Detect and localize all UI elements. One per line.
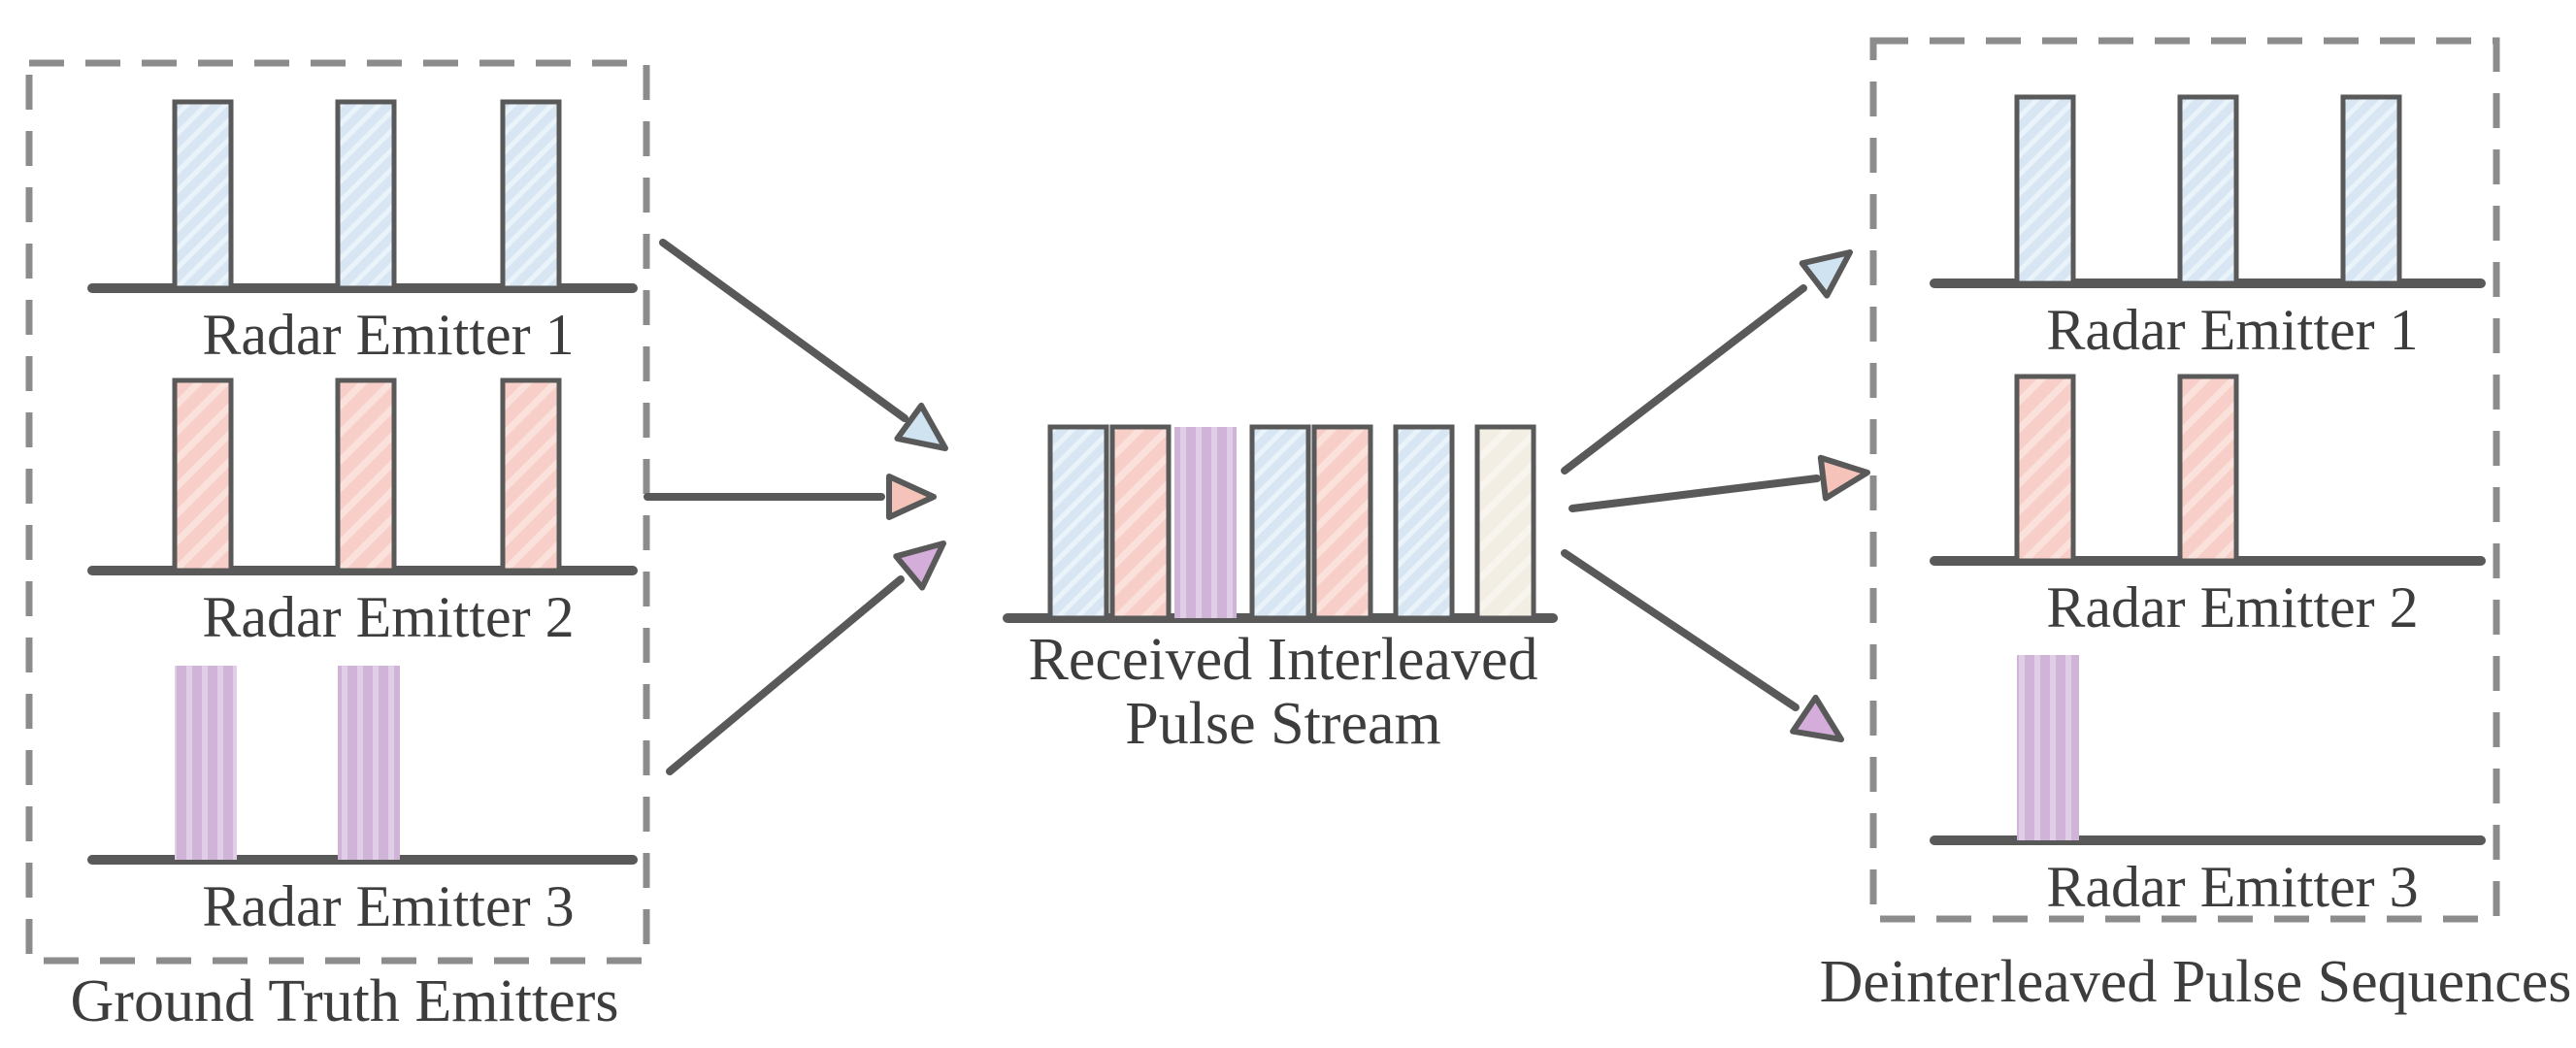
pulse-blue — [2014, 94, 2076, 286]
pulse-pink — [500, 377, 562, 573]
received-caption-line1: Received Interleaved — [1029, 627, 1538, 693]
ground_truth-box — [25, 59, 650, 965]
deinterleave-arrow-3 — [1561, 549, 1844, 742]
arrowhead-purple — [1790, 694, 1844, 742]
arrowhead-pink — [1817, 454, 1870, 502]
pulse-purple — [2017, 655, 2079, 840]
pulse-pink — [1109, 424, 1172, 621]
arrowhead-blue — [1799, 249, 1853, 299]
arrow-line — [659, 239, 908, 422]
ground_truth-caption: Ground Truth Emitters — [71, 968, 619, 1034]
pulse-blue — [2340, 94, 2402, 286]
emitter-label: Radar Emitter 1 — [202, 303, 574, 367]
pulse-blue — [1393, 424, 1455, 621]
pulse-blue — [335, 99, 397, 291]
pulse-blue — [500, 99, 562, 291]
deinterleave-arrow-2 — [1569, 454, 1870, 512]
pulse-pink — [1311, 424, 1373, 621]
interleave-arrow-3 — [666, 540, 946, 775]
pulse-purple — [338, 666, 400, 860]
deinterleaved-box — [1869, 37, 2500, 923]
deinterleave-arrow-1 — [1561, 249, 1853, 475]
interleave-arrow-2 — [644, 474, 937, 520]
emitter-label: Radar Emitter 2 — [2046, 575, 2418, 639]
pulse-purple — [1174, 427, 1237, 618]
pulse-pink — [172, 377, 234, 573]
received-caption-line2: Pulse Stream — [1125, 691, 1440, 757]
arrowhead-blue — [894, 402, 948, 451]
pulse-blue — [1249, 424, 1311, 621]
pulse-pink — [335, 377, 397, 573]
arrowhead-pink — [886, 474, 937, 520]
pulse-beige — [1474, 424, 1536, 621]
arrow-line — [1561, 284, 1807, 475]
pulse-purple — [175, 666, 237, 860]
pulse-pink — [2014, 374, 2076, 564]
emitter-label: Radar Emitter 3 — [2046, 855, 2418, 919]
emitter-label: Radar Emitter 3 — [202, 874, 574, 938]
emitter-label: Radar Emitter 2 — [202, 585, 574, 649]
interleave-arrow-1 — [659, 239, 948, 451]
deinterleaved-caption: Deinterleaved Pulse Sequences — [1820, 949, 2572, 1015]
arrow-line — [666, 575, 905, 775]
pulse-blue — [172, 99, 234, 291]
pulse-blue — [2177, 94, 2239, 286]
arrow-line — [1569, 475, 1821, 512]
emitter-label: Radar Emitter 1 — [2046, 298, 2418, 362]
pulse-pink — [2177, 374, 2239, 564]
arrow-line — [1561, 549, 1800, 711]
arrowhead-purple — [893, 540, 946, 591]
pulse-blue — [1047, 424, 1109, 621]
